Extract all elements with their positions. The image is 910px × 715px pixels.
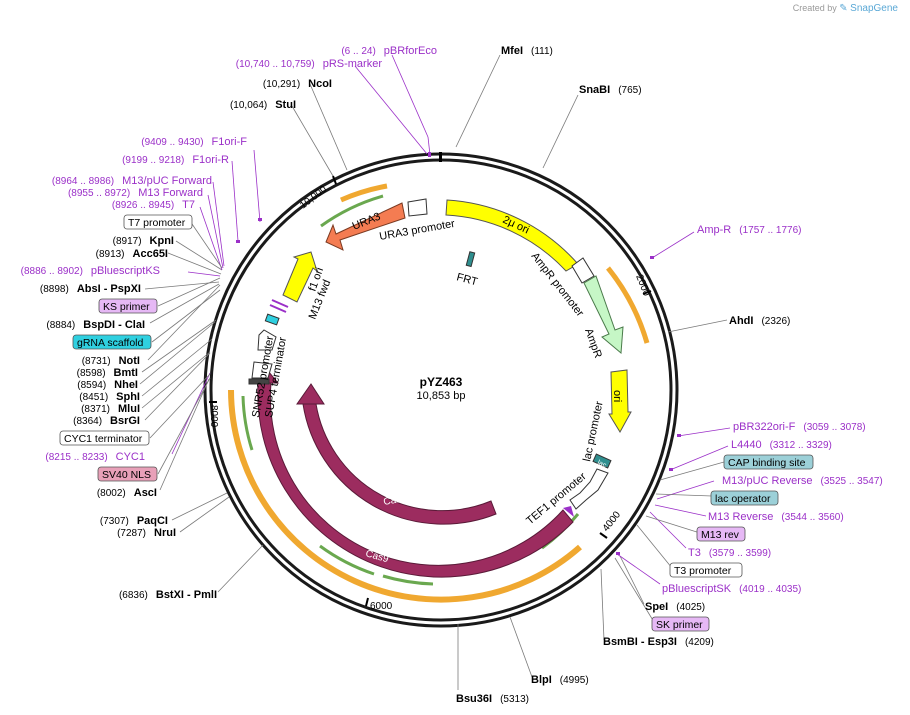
primer-site-markers	[236, 152, 681, 555]
primer-f1ori-f: (9409 .. 9430)F1ori-F	[141, 136, 247, 148]
box-cyc1-terminator: CYC1 terminator	[59, 430, 150, 446]
primer-m13-forward: (8955 .. 8972)M13 Forward	[68, 187, 203, 199]
enzyme-bspdi-clai: (8884)BspDI - ClaI	[46, 319, 145, 331]
primer-amp-r: Amp-R(1757 .. 1776)	[697, 224, 802, 236]
tick-label-4000: 4000	[601, 509, 624, 534]
feature-label-cas9-inner: Cas9	[383, 493, 408, 508]
primer-pbluescriptks: (8886 .. 8902)pBluescriptKS	[21, 265, 160, 277]
cas9-nls-marker	[563, 506, 574, 517]
box-label-sv40-nls: SV40 NLS	[102, 469, 151, 481]
primer-t3: T3(3579 .. 3599)	[688, 547, 771, 559]
feature-label-lac: lac	[596, 459, 607, 469]
primer-prs-marker: (10,740 .. 10,759)pRS-marker	[236, 58, 383, 70]
box-sv40-nls: SV40 NLS	[97, 466, 158, 482]
enzyme-bmti: (8598)BmtI	[77, 367, 138, 379]
enzyme-noti: (8731)NotI	[82, 355, 140, 367]
enzyme-mfei: MfeI(111)	[501, 45, 553, 57]
feature-ura3	[325, 202, 406, 251]
tick-label-6000: 6000	[370, 601, 393, 612]
enzyme-absi-pspxi: (8898)AbsI - PspXI	[40, 283, 141, 295]
box-cap-binding-site: CAP binding site	[723, 454, 814, 470]
feature-f1-ori	[282, 251, 318, 303]
feature-label-lac-promoter: lac promoter	[581, 400, 606, 463]
snapgene-brand: Created by ✎ SnapGene	[793, 3, 898, 14]
primer-pbrforeco: (6 .. 24)pBRforEco	[341, 45, 437, 57]
feature-ura3-promoter	[407, 198, 428, 217]
primer-pbr322ori-f: pBR322ori-F(3059 .. 3078)	[733, 421, 866, 433]
box-sk-primer: SK primer	[651, 616, 710, 632]
left-small-features	[248, 299, 289, 385]
enzyme-bstxi-pmli: (6836)BstXI - PmlI	[119, 589, 217, 601]
snapgene-logo-icon: ✎	[839, 3, 848, 14]
plasmid-name: pYZ463	[420, 375, 463, 389]
leader-lines	[139, 54, 728, 690]
enzyme-acc65i: (8913)Acc65I	[96, 248, 168, 260]
enzyme-bsu36i: Bsu36I(5313)	[456, 693, 529, 705]
feature-label-frt: FRT	[455, 271, 479, 288]
box-label-sk-primer: SK primer	[656, 619, 703, 631]
feature-box-leader-lines	[149, 220, 725, 623]
feature-ampr	[583, 275, 624, 355]
enzyme-stui: (10,064)StuI	[230, 99, 296, 111]
enzyme-asci: (8002)AscI	[97, 487, 157, 499]
orf-arcs	[228, 183, 650, 603]
primer-cyc1: (8215 .. 8233)CYC1	[45, 451, 145, 463]
primer-pbluescriptsk: pBluescriptSK(4019 .. 4035)	[662, 583, 801, 595]
primer-m13-puc-reverse: M13/pUC Reverse(3525 .. 3547)	[722, 475, 883, 487]
enzyme-snabi: SnaBI(765)	[579, 84, 642, 96]
box-label-t3-promoter: T3 promoter	[674, 565, 732, 577]
enzyme-spei: SpeI(4025)	[645, 601, 705, 613]
box-m13-rev: M13 rev	[696, 526, 746, 542]
feature-frt	[465, 251, 476, 268]
box-t7-promoter: T7 promoter	[123, 214, 193, 230]
enzyme-bsmbi-esp3i: BsmBI - Esp3I(4209)	[603, 636, 714, 648]
box-label-t7-promoter: T7 promoter	[128, 217, 186, 229]
primer-f1ori-r: (9199 .. 9218)F1ori-R	[122, 154, 229, 166]
enzyme-mlui: (8371)MluI	[81, 403, 140, 415]
enzyme-nrui: (7287)NruI	[117, 527, 176, 539]
feature-ori	[608, 369, 632, 433]
enzyme-blpi: BlpI(4995)	[531, 674, 589, 686]
primer-t7: (8926 .. 8945)T7	[112, 199, 195, 211]
primer-m13-reverse: M13 Reverse(3544 .. 3560)	[708, 511, 844, 523]
plasmid-length: 10,853 bp	[417, 390, 466, 402]
feature-ampr-promoter	[571, 257, 595, 284]
box-label-cap-binding-site: CAP binding site	[728, 457, 806, 469]
box-t3-promoter: T3 promoter	[669, 562, 743, 578]
brand-created-by: Created by	[792, 3, 837, 13]
enzyme-nhei: (8594)NheI	[77, 379, 138, 391]
tick-label-8000: 8000	[208, 405, 219, 428]
enzyme-ncoi: (10,291)NcoI	[263, 78, 332, 90]
brand-app: SnapGene	[850, 3, 898, 14]
feature-label-ori: ori	[611, 390, 623, 402]
box-label-grna-scaffold: gRNA scaffold	[77, 337, 144, 349]
enzyme-bsrgi: (8364)BsrGI	[73, 415, 140, 427]
enzyme-kpni: (8917)KpnI	[113, 235, 174, 247]
box-label-ks-primer: KS primer	[103, 301, 150, 313]
feature-lac	[592, 453, 612, 469]
box-label-m13-rev: M13 rev	[701, 529, 740, 541]
box-label-lac-operator: lac operator	[715, 493, 771, 505]
primer-leader-lines	[171, 54, 731, 585]
feature-cas9-inner	[296, 383, 497, 525]
feature-2u-ori	[445, 199, 579, 272]
box-grna-scaffold: gRNA scaffold	[72, 334, 152, 350]
primer-m13-puc-forward: (8964 .. 8986)M13/pUC Forward	[52, 175, 212, 187]
enzyme-paqci: (7307)PaqCI	[100, 515, 168, 527]
primer-l4440: L4440(3312 .. 3329)	[731, 439, 832, 451]
box-ks-primer: KS primer	[98, 298, 158, 314]
feature-label-ampr: AmpR	[582, 327, 604, 360]
feature-tef1-promoter	[569, 468, 609, 510]
box-label-cyc1-terminator: CYC1 terminator	[64, 433, 143, 445]
enzyme-ahdi: AhdI(2326)	[729, 315, 790, 327]
box-lac-operator: lac operator	[710, 490, 779, 506]
enzyme-sphi: (8451)SphI	[79, 391, 140, 403]
